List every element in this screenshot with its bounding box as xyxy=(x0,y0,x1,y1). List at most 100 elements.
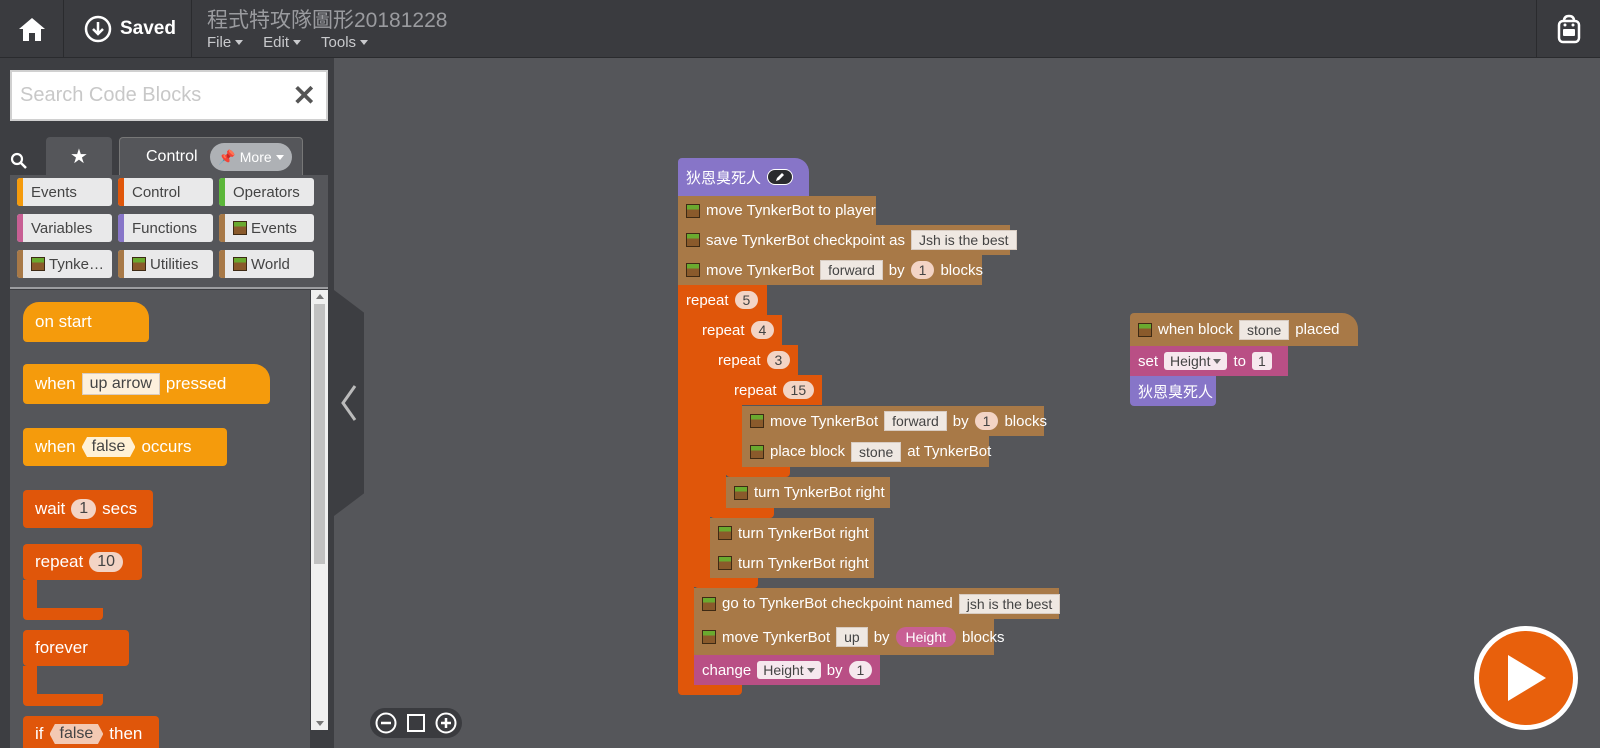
block-label: repeat xyxy=(702,321,745,339)
block-label: save TynkerBot checkpoint as xyxy=(706,231,905,249)
palette-when-key-block[interactable]: when up arrow pressed xyxy=(23,364,270,404)
palette-repeat-block[interactable]: repeat 10 xyxy=(23,544,142,580)
saved-label: Saved xyxy=(120,18,176,39)
variable-reporter[interactable]: Height xyxy=(895,627,956,647)
repeat-4-block[interactable]: repeat 4 xyxy=(694,315,782,345)
turn-right-block[interactable]: turn TynkerBot right xyxy=(726,477,890,508)
number-input[interactable]: 15 xyxy=(782,381,815,399)
text-input[interactable]: jsh is the best xyxy=(958,593,1061,614)
collapse-panel-button[interactable] xyxy=(334,290,364,516)
zoom-in-icon[interactable] xyxy=(435,712,457,734)
palette-forever-block[interactable]: forever xyxy=(23,630,129,666)
go-to-checkpoint-block[interactable]: go to TynkerBot checkpoint named jsh is … xyxy=(694,588,1061,619)
scroll-up-icon[interactable] xyxy=(316,294,324,299)
zoom-reset-icon[interactable] xyxy=(406,713,426,733)
move-forward-block[interactable]: move TynkerBot forward by 1 blocks xyxy=(742,406,1047,436)
block-label: secs xyxy=(102,499,138,518)
number-input[interactable]: 4 xyxy=(750,321,775,339)
category-label: Events xyxy=(31,183,77,201)
number-input[interactable]: 1 xyxy=(974,412,999,430)
palette-if-block[interactable]: if false then xyxy=(23,716,159,748)
place-block-block[interactable]: place block stone at TynkerBot xyxy=(742,436,991,467)
turn-right-block[interactable]: turn TynkerBot right xyxy=(710,518,874,548)
when-block-placed-block[interactable]: when block stone placed xyxy=(1130,313,1358,346)
category-utilities[interactable]: Utilities xyxy=(118,250,213,278)
set-variable-block[interactable]: set Height to 1 xyxy=(1130,346,1288,376)
block-label: wait xyxy=(35,499,66,518)
change-variable-block[interactable]: change Height by 1 xyxy=(694,655,880,685)
home-button[interactable] xyxy=(0,0,64,58)
more-button[interactable]: 📌 More xyxy=(210,143,292,171)
move-up-block[interactable]: move TynkerBot up by Height blocks xyxy=(694,619,1005,655)
save-checkpoint-block[interactable]: save TynkerBot checkpoint as Jsh is the … xyxy=(678,225,1017,255)
number-input[interactable]: 1 xyxy=(1252,352,1272,370)
move-forward-block[interactable]: move TynkerBot forward by 1 blocks xyxy=(678,255,983,285)
tab-control[interactable]: Control 📌 More xyxy=(119,137,303,175)
category-control[interactable]: Control xyxy=(118,178,213,206)
palette-on-start-block[interactable]: on start xyxy=(23,302,149,342)
category-events[interactable]: Events xyxy=(17,178,112,206)
scroll-down-icon[interactable] xyxy=(316,721,324,726)
repeat-5-arm xyxy=(678,285,694,683)
number-input[interactable]: 1 xyxy=(848,661,873,679)
category-world[interactable]: World xyxy=(219,250,314,278)
function-call-block[interactable]: 狄恩臭死人 xyxy=(1130,376,1216,406)
forever-block-arm xyxy=(23,666,37,696)
block-label: on start xyxy=(35,312,92,331)
project-title[interactable]: 程式特攻隊圖形20181228 xyxy=(207,9,448,32)
backpack-button[interactable] xyxy=(1536,0,1600,58)
chevron-down-icon xyxy=(235,40,244,45)
function-definition-block[interactable]: 狄恩臭死人 xyxy=(678,158,809,196)
category-label: World xyxy=(251,255,290,273)
number-input[interactable]: 1 xyxy=(71,499,97,519)
move-to-player-block[interactable]: move TynkerBot to player xyxy=(678,196,876,225)
palette-when-occurs-block[interactable]: when false occurs xyxy=(23,428,227,466)
text-input[interactable]: Jsh is the best xyxy=(911,230,1017,250)
direction-dropdown[interactable]: forward xyxy=(884,411,947,431)
block-label: when xyxy=(35,437,76,456)
saved-button[interactable]: Saved xyxy=(66,0,192,58)
close-icon[interactable]: ✕ xyxy=(292,80,316,111)
tab-favorites[interactable]: ★ xyxy=(46,137,112,175)
menu-edit[interactable]: Edit xyxy=(263,34,302,51)
variable-dropdown[interactable]: Height xyxy=(1164,352,1228,370)
turn-right-block[interactable]: turn TynkerBot right xyxy=(710,548,874,578)
menu-tools[interactable]: Tools xyxy=(321,34,369,51)
key-dropdown[interactable]: up arrow xyxy=(81,373,160,395)
search-icon[interactable] xyxy=(10,152,28,170)
scroll-thumb[interactable] xyxy=(314,304,325,564)
number-input[interactable]: 3 xyxy=(766,351,791,369)
category-functions[interactable]: Functions xyxy=(118,214,213,242)
number-input[interactable]: 1 xyxy=(910,261,935,279)
condition-slot[interactable]: false xyxy=(81,437,136,457)
block-label: move TynkerBot to player xyxy=(706,202,876,219)
number-input[interactable]: 10 xyxy=(89,552,123,572)
edit-icon[interactable] xyxy=(767,169,794,185)
minecraft-block-icon xyxy=(718,526,732,540)
block-type-dropdown[interactable]: stone xyxy=(851,441,902,462)
direction-dropdown[interactable]: forward xyxy=(820,260,883,280)
palette-scrollbar[interactable] xyxy=(311,290,328,730)
menu-file[interactable]: File xyxy=(207,34,244,51)
block-type-dropdown[interactable]: stone xyxy=(1239,319,1290,340)
condition-slot[interactable]: false xyxy=(49,724,104,744)
search-input[interactable] xyxy=(20,84,290,107)
category-tynkerbot[interactable]: Tynke… xyxy=(17,250,112,278)
block-label: placed xyxy=(1295,321,1340,338)
number-input[interactable]: 5 xyxy=(734,291,759,309)
run-button[interactable] xyxy=(1474,626,1578,730)
direction-dropdown[interactable]: up xyxy=(836,627,868,647)
variable-dropdown[interactable]: Height xyxy=(757,661,821,679)
zoom-out-icon[interactable] xyxy=(375,712,397,734)
palette-wait-block[interactable]: wait 1 secs xyxy=(23,490,153,528)
category-mc-events[interactable]: Events xyxy=(219,214,314,242)
block-label: blocks xyxy=(940,261,983,279)
category-operators[interactable]: Operators xyxy=(219,178,314,206)
category-variables[interactable]: Variables xyxy=(17,214,112,242)
block-label: by xyxy=(826,661,843,679)
star-icon: ★ xyxy=(70,145,88,168)
category-label: Control xyxy=(132,183,181,201)
